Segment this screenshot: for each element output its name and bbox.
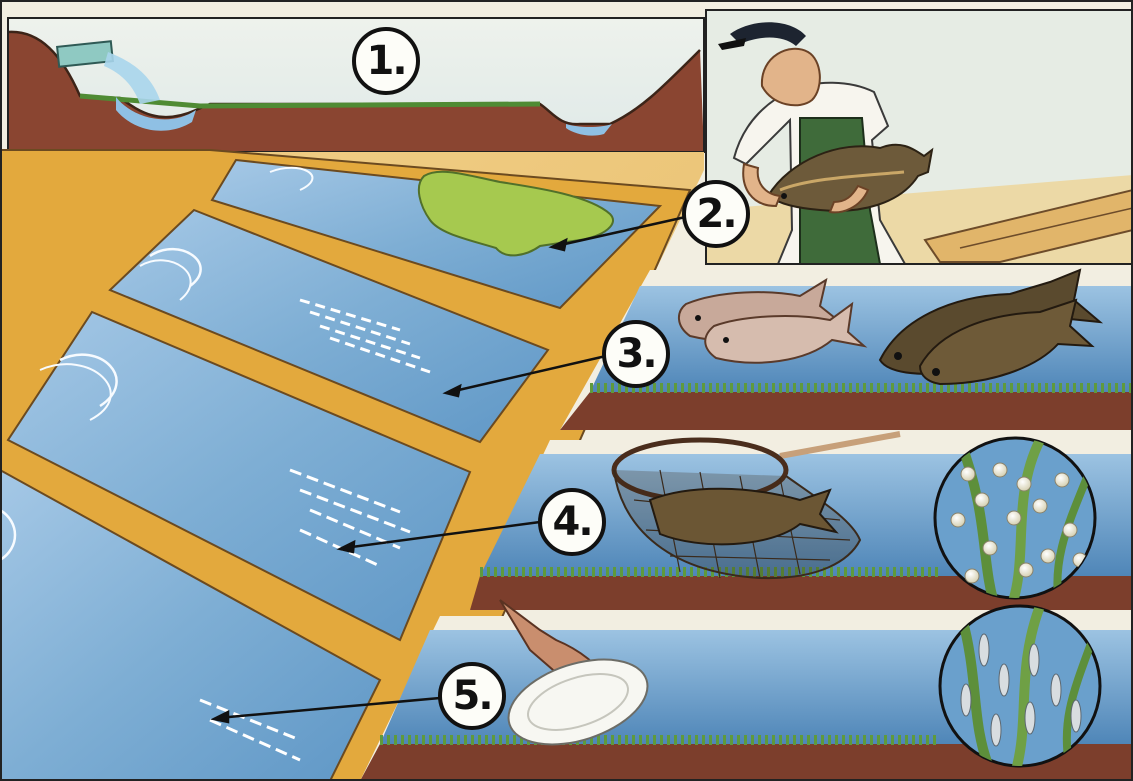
step-label-1: 1. [352,27,420,95]
step-label-4: 4. [538,488,606,556]
step-label-5: 5. [438,662,506,730]
panel-pond-cross-section [8,18,704,152]
step-label-3: 3. [602,320,670,388]
step-label-2: 2. [682,180,750,248]
panel-fisherman [706,10,1133,264]
